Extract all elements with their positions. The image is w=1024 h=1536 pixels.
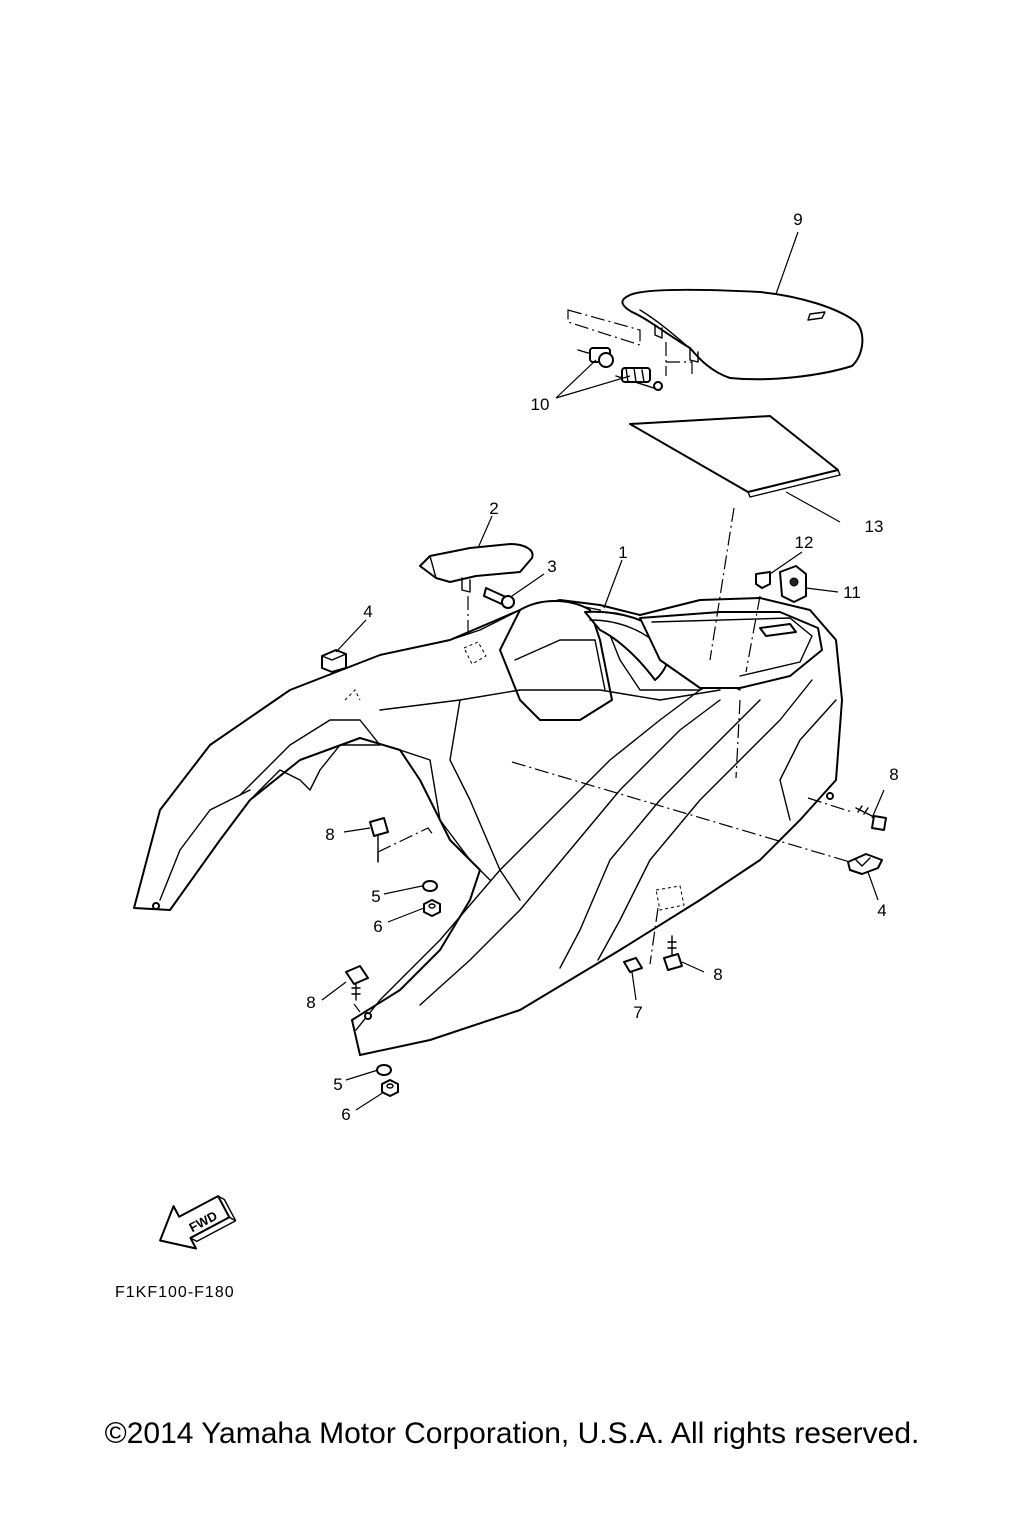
seat-lock-part-10 <box>567 309 693 391</box>
callout-9: 9 <box>793 210 802 229</box>
callout-4-lower: 4 <box>877 901 886 920</box>
nut-part-6-lower <box>381 1079 399 1097</box>
copyright-notice: ©2014 Yamaha Motor Corporation, U.S.A. A… <box>104 1417 920 1450</box>
callout-8-lower-left: 8 <box>306 993 315 1012</box>
nut-part-6-upper <box>423 899 441 917</box>
callout-7: 7 <box>633 1003 642 1022</box>
callout-labels: 9 10 2 1 3 13 12 11 4 8 4 8 5 6 8 7 8 5 … <box>306 210 898 1124</box>
callout-3: 3 <box>547 557 556 576</box>
callout-10: 10 <box>531 395 550 414</box>
seat-mat-part-13 <box>629 415 841 498</box>
grommet-part-12 <box>755 571 771 589</box>
bolt-part-3 <box>483 587 515 609</box>
callout-6-lower: 6 <box>341 1105 350 1124</box>
callout-5-lower: 5 <box>333 1075 342 1094</box>
leader-lines <box>321 231 885 1111</box>
bolt-part-8-left <box>369 817 389 863</box>
callout-8-right: 8 <box>889 765 898 784</box>
washer-part-5-lower <box>376 1064 392 1076</box>
callout-12: 12 <box>795 533 814 552</box>
handle-cover-part-2 <box>419 543 534 593</box>
callout-4-upper: 4 <box>363 602 372 621</box>
seat-part-9 <box>621 288 864 381</box>
clip-part-4-lower <box>847 853 883 875</box>
callout-1: 1 <box>618 543 627 562</box>
callout-8-bottom: 8 <box>713 965 722 984</box>
callout-5-upper: 5 <box>371 887 380 906</box>
callout-8-left: 8 <box>325 825 334 844</box>
callout-11: 11 <box>843 583 861 602</box>
latch-part-11 <box>779 565 807 603</box>
callout-6-upper: 6 <box>373 917 382 936</box>
callout-13: 13 <box>865 517 884 536</box>
diagram-code: F1KF100-F180 <box>115 1284 235 1301</box>
assembly-lines <box>353 507 853 1013</box>
plate-nut-part-7 <box>623 957 643 973</box>
main-cover-part-1 <box>133 597 843 1056</box>
bolt-part-8-right <box>855 805 887 831</box>
washer-part-5-upper <box>422 880 438 892</box>
bolt-part-8-lower-left <box>345 965 369 1001</box>
clip-part-4-upper <box>321 649 347 673</box>
forward-arrow-icon: FWD <box>159 1195 237 1250</box>
callout-2: 2 <box>489 499 498 518</box>
bolt-part-8-bottom <box>663 935 683 971</box>
